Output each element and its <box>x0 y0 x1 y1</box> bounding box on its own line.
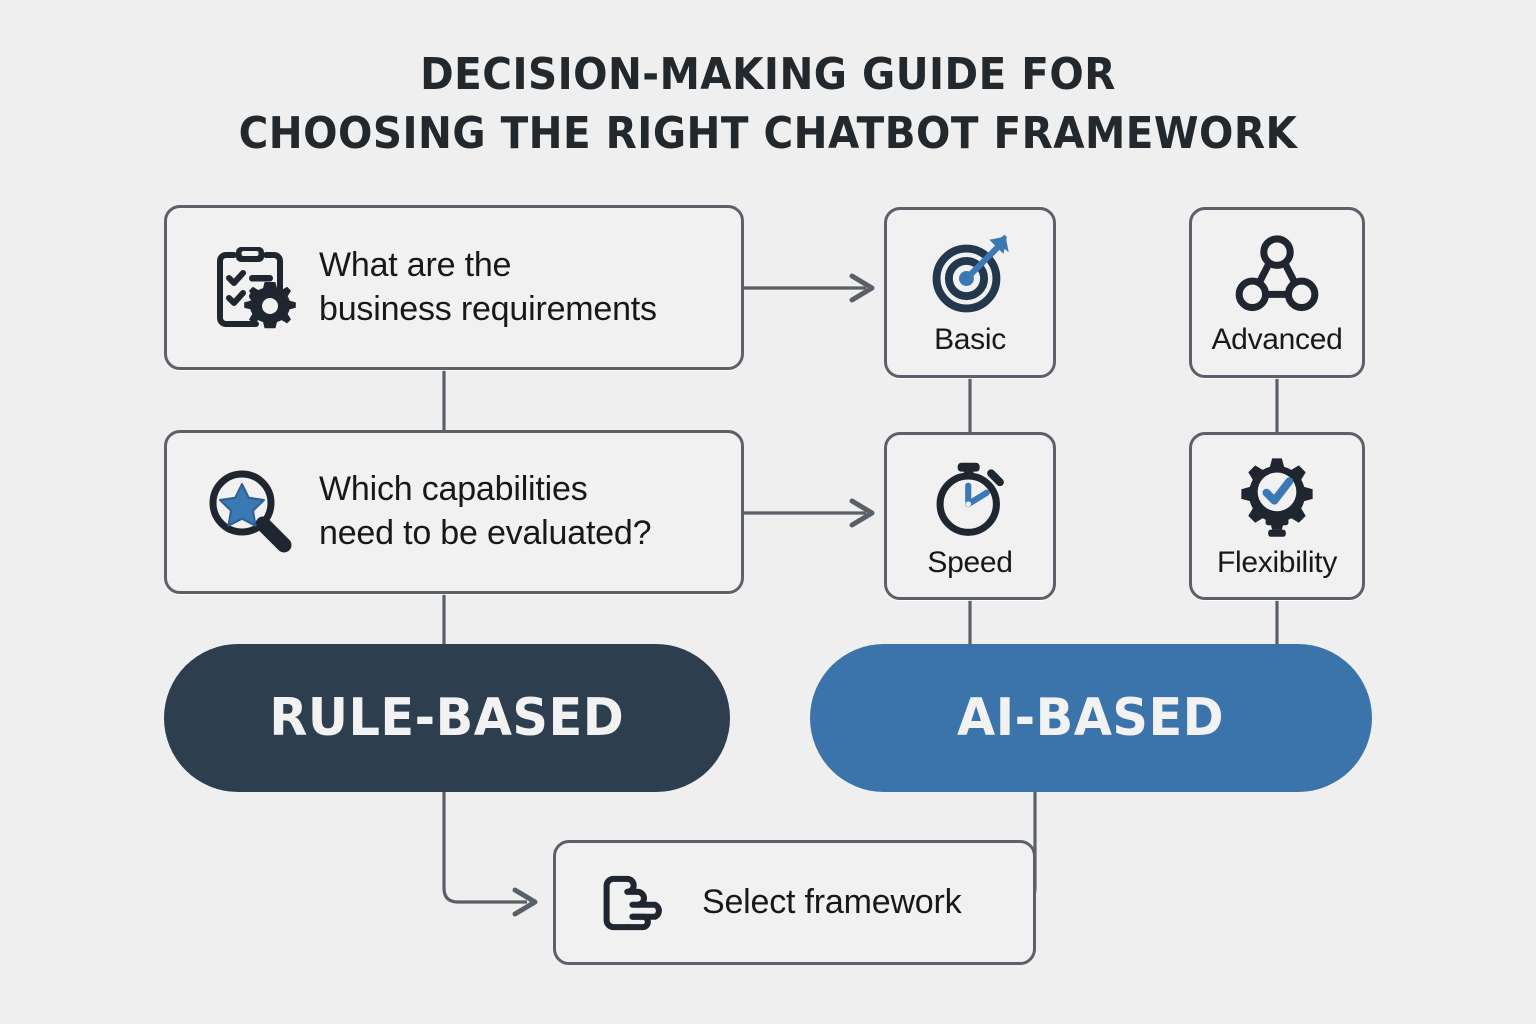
arrowhead-q1-to-basic <box>849 273 875 303</box>
question-label-business-requirements: What are the business requirements <box>319 245 657 328</box>
outcome-label-select-framework: Select framework <box>702 883 962 921</box>
magnifier-star-icon <box>195 457 305 567</box>
attribute-label-speed: Speed <box>927 546 1013 579</box>
attribute-label-advanced: Advanced <box>1211 322 1343 356</box>
clipboard-checklist-gear-icon <box>195 233 305 343</box>
gear-lightbulb-check-icon <box>1233 454 1321 542</box>
attribute-label-basic: Basic <box>934 322 1006 356</box>
attribute-card-advanced[interactable]: Advanced <box>1189 207 1365 378</box>
attribute-label-flexibility: Flexibility <box>1216 546 1338 579</box>
arrowhead-rule-based-to-select <box>512 887 538 917</box>
outcome-card-select-framework[interactable]: Select framework <box>553 840 1036 965</box>
decision-pill-rule-based[interactable]: RULE-BASED <box>164 644 730 792</box>
decision-label-rule-based: RULE-BASED <box>269 688 625 748</box>
decision-label-ai-based: AI-BASED <box>957 688 1225 748</box>
question-label-capabilities: Which capabilities need to be evaluated? <box>319 470 652 552</box>
decision-pill-ai-based[interactable]: AI-BASED <box>810 644 1372 792</box>
attribute-card-flexibility[interactable]: Flexibility <box>1189 432 1365 600</box>
pointing-hand-icon <box>598 860 684 946</box>
connector-rule-based-to-select <box>442 792 527 904</box>
page-title: DECISION-MAKING GUIDE FOR CHOOSING THE R… <box>238 49 1298 159</box>
stopwatch-icon <box>926 454 1014 542</box>
attribute-card-basic[interactable]: Basic <box>884 207 1056 378</box>
question-card-capabilities[interactable]: Which capabilities need to be evaluated? <box>164 430 744 594</box>
attribute-card-speed[interactable]: Speed <box>884 432 1056 600</box>
arrowhead-q2-to-speed <box>849 498 875 528</box>
question-card-business-requirements[interactable]: What are the business requirements <box>164 205 744 370</box>
target-dart-icon <box>926 231 1014 319</box>
network-nodes-icon <box>1233 231 1321 319</box>
